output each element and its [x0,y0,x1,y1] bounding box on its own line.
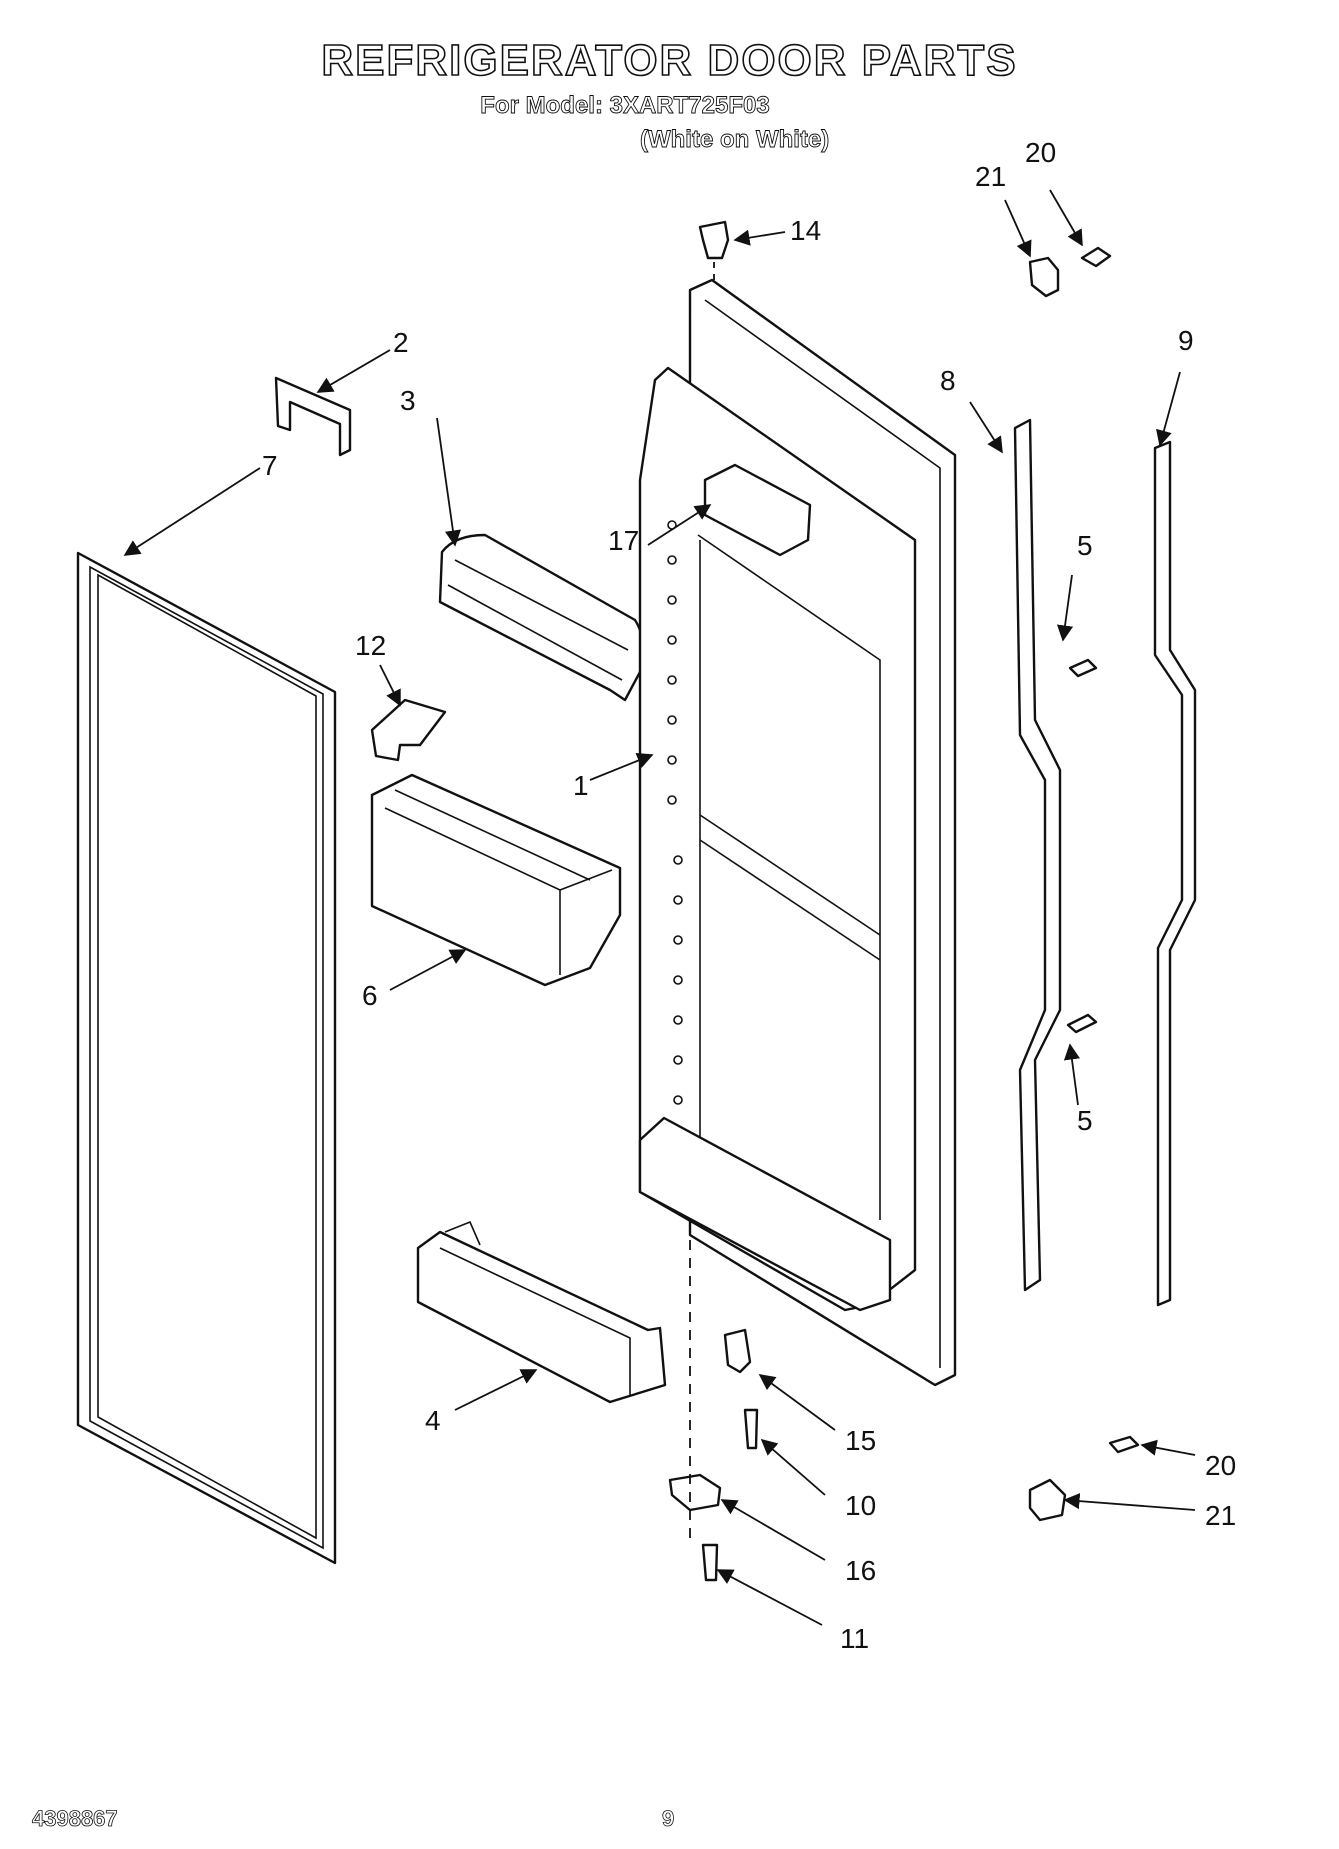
stop-clip-part [370,698,447,762]
page-number: 9 [662,1806,675,1832]
callout-9: 9 [1178,325,1194,356]
callout-8: 7 [262,450,278,481]
callout-4: 4 [425,1405,441,1436]
callout-3: 3 [400,385,416,416]
document-number: 4398867 [32,1806,118,1832]
finish-line: (White on White) [640,126,830,154]
shelf-cover-part [438,533,645,702]
page-title: REFRIGERATOR DOOR PARTS [321,35,1018,86]
hinge-bar-part [1013,418,1062,1292]
callout-12: 12 [355,630,386,661]
lower-bin-part [416,1220,667,1404]
callout-5-bottom: 5 [1077,1105,1093,1136]
callout-17: 17 [608,525,639,556]
callout-20-bottom: 20 [1205,1450,1236,1481]
callout-2: 2 [393,327,409,358]
callout-7: 8 [940,365,956,396]
liner-holes [667,520,683,1105]
callout-5-top: 5 [1077,530,1093,561]
leader-lines [123,189,1196,1626]
door-bin-part [370,773,622,987]
callout-21-bottom: 21 [1205,1500,1236,1531]
callout-10: 10 [845,1490,876,1521]
callout-1: 1 [573,770,589,801]
clip-part [274,376,352,457]
hinge-hardware [668,246,1140,1582]
callout-16: 16 [845,1555,876,1586]
callout-15: 11 [840,1623,869,1654]
side-gasket-part [1153,440,1197,1307]
model-line: For Model: 3XART725F03 [480,92,770,120]
callout-21-top: 21 [975,161,1006,192]
door-liner-part [638,278,957,1387]
callout-6: 6 [362,980,378,1011]
top-plug-part [698,220,730,260]
callout-14: 15 [845,1425,876,1456]
callout-labels: 2 3 7 12 1 6 4 17 14 8 9 21 20 5 5 15 10… [262,137,1236,1654]
door-gasket-part [76,551,337,1565]
callout-20-top: 20 [1025,137,1056,168]
callout-11: 14 [790,215,821,246]
